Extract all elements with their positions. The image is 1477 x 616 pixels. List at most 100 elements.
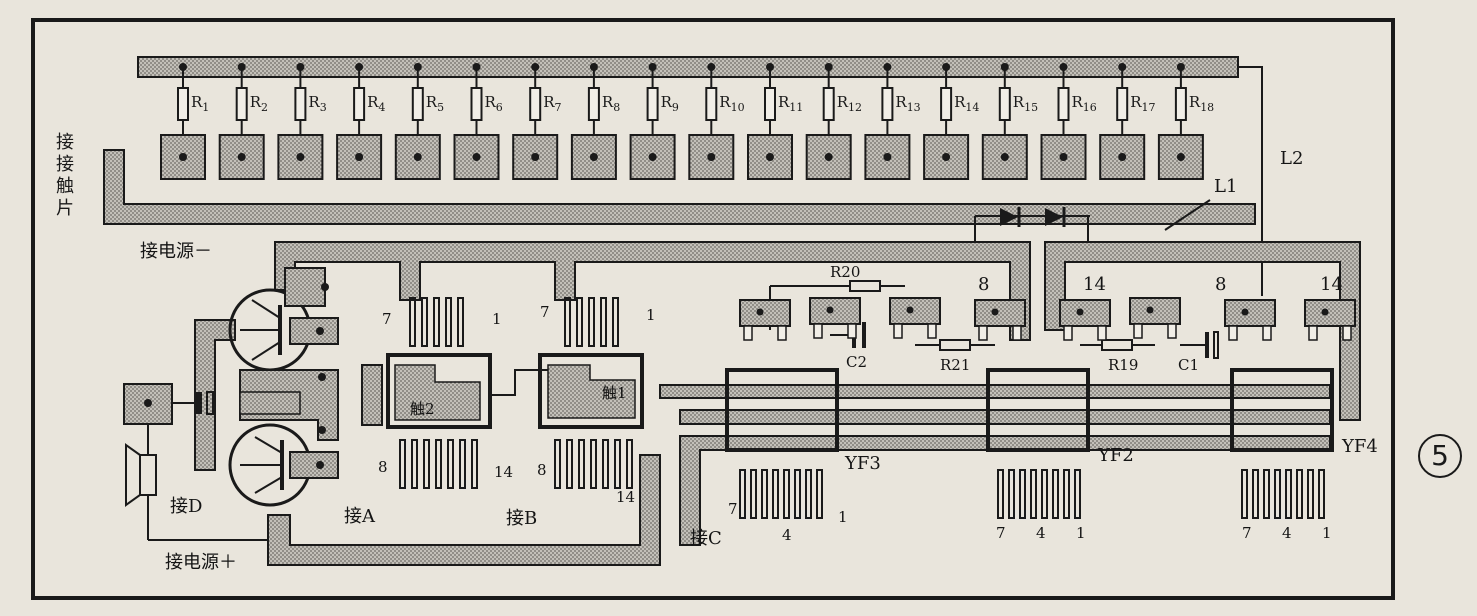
yf2-pin-7: 7 <box>996 524 1006 542</box>
resistor-label-r14: R14 <box>954 93 980 114</box>
ic1-pin-7: 7 <box>540 303 550 321</box>
speaker-feed-trace <box>194 319 236 471</box>
ic-pin-rows <box>399 297 1325 519</box>
resistor-label-r13: R13 <box>895 93 921 114</box>
resistor-label-r6: R6 <box>484 93 503 114</box>
yf-bus-trace <box>659 384 1331 399</box>
component-r19 <box>1080 339 1155 351</box>
ic2-top-pins <box>409 297 464 347</box>
yf4-pin-1: 1 <box>1322 524 1332 542</box>
resistor-label-r1: R1 <box>191 93 210 114</box>
resistor-r4 <box>336 63 383 180</box>
l2-trace <box>1238 66 1263 296</box>
connect-a-label: 接A <box>344 506 375 527</box>
right-rail-trace <box>1044 241 1361 421</box>
yf3-block <box>725 368 839 452</box>
board-outline <box>31 18 1395 600</box>
yf3-pin-7: 7 <box>728 500 738 518</box>
pad-r19-end <box>1129 297 1181 339</box>
pad-8b <box>1224 299 1276 341</box>
resistor-label-r9: R9 <box>660 93 679 114</box>
ic2-pin-7: 7 <box>382 310 392 328</box>
chip-1-label: 触1 <box>602 384 627 402</box>
mid-pin-14b: 14 <box>1320 274 1343 295</box>
resistor-label-r3: R3 <box>308 93 327 114</box>
yf2-pin-1: 1 <box>1076 524 1086 542</box>
yf2-pin-4: 4 <box>1036 524 1046 542</box>
ic-touch-2 <box>386 353 492 429</box>
pad-yf3-left <box>739 299 791 341</box>
side-char-2: 接 <box>56 154 74 175</box>
l1-label: L1 <box>1214 176 1238 197</box>
yf2-pins <box>997 469 1081 519</box>
yf3-pins <box>739 469 823 519</box>
l2-label: L2 <box>1280 148 1304 169</box>
resistor-label-r18: R18 <box>1188 93 1215 114</box>
transistor-top <box>228 267 339 372</box>
resistor-r5 <box>394 63 441 180</box>
resistor-r16 <box>1040 63 1087 180</box>
ic1-top-pins <box>564 297 619 347</box>
yf3-label: YF3 <box>845 453 881 474</box>
ic2-bottom-pins <box>399 439 478 489</box>
ic1-pin-1: 1 <box>646 306 656 324</box>
figure-number-badge: 5 <box>1418 434 1462 478</box>
resistor-label-r17: R17 <box>1130 93 1156 114</box>
yf3-pin-4: 4 <box>782 526 792 544</box>
r20-label: R20 <box>830 263 861 281</box>
resistor-r11 <box>747 63 793 180</box>
side-char-3: 触 <box>56 176 74 197</box>
transistor-bottom <box>228 423 339 507</box>
positive-rail-trace <box>267 454 661 566</box>
connect-d-label: 接D <box>170 496 203 517</box>
resistor-r2 <box>218 63 265 180</box>
l1-line <box>1164 199 1211 231</box>
resistor-r13 <box>864 63 911 180</box>
side-char-4: 片 <box>56 198 74 219</box>
resistor-r9 <box>629 63 676 180</box>
resistor-r6 <box>453 63 500 180</box>
connect-c-label: 接C <box>690 528 722 549</box>
ic1-pin-8: 8 <box>537 461 547 479</box>
resistor-r17 <box>1099 63 1146 180</box>
resistor-label-r8: R8 <box>601 93 621 114</box>
resistor-label-r16: R16 <box>1071 93 1097 114</box>
resistor-r12 <box>805 63 852 180</box>
c1-label: C1 <box>1178 356 1200 374</box>
yf3-pin-1: 1 <box>838 508 848 526</box>
power-positive-label: 接电源＋ <box>165 552 237 573</box>
component-c1 <box>1180 331 1219 359</box>
ic2-pin-8: 8 <box>378 458 388 476</box>
ic2-pin-14: 14 <box>494 463 514 481</box>
resistor-label-r12: R12 <box>836 93 862 114</box>
mid-pin-8a: 8 <box>978 274 990 295</box>
yf2-block <box>986 368 1090 452</box>
yf4-pins <box>1241 469 1325 519</box>
pad-14b <box>1304 299 1356 341</box>
resistor-r15 <box>981 63 1028 180</box>
r21-label: R21 <box>940 356 971 374</box>
resistor-r7 <box>512 63 559 180</box>
ic1-pin-14: 14 <box>616 488 636 506</box>
resistor-r10 <box>688 63 735 180</box>
side-char-1: 接 <box>56 132 74 153</box>
resistor-label-r11: R11 <box>778 93 804 114</box>
ic2-pin-1: 1 <box>492 310 502 328</box>
yf4-block <box>1230 368 1334 452</box>
pad-yf3-right <box>809 297 861 339</box>
yf4-label: YF4 <box>1342 436 1378 457</box>
ic1-bottom-pins <box>554 439 633 489</box>
chip-2-label: 触2 <box>410 400 435 418</box>
pad-r20-end <box>889 297 941 339</box>
power-negative-label: 接电源－ <box>140 241 212 262</box>
contact-strip-trace <box>103 149 1256 225</box>
resistor-r3 <box>277 63 324 180</box>
mid-pin-8b: 8 <box>1215 274 1227 295</box>
component-r21 <box>915 339 995 351</box>
contact-strip-label: 接 接 触 片 <box>56 132 96 220</box>
resistor-r14 <box>923 63 970 180</box>
connect-b-label: 接B <box>506 508 538 529</box>
c2-label: C2 <box>846 353 868 371</box>
resistor-label-r15: R15 <box>1012 93 1039 114</box>
